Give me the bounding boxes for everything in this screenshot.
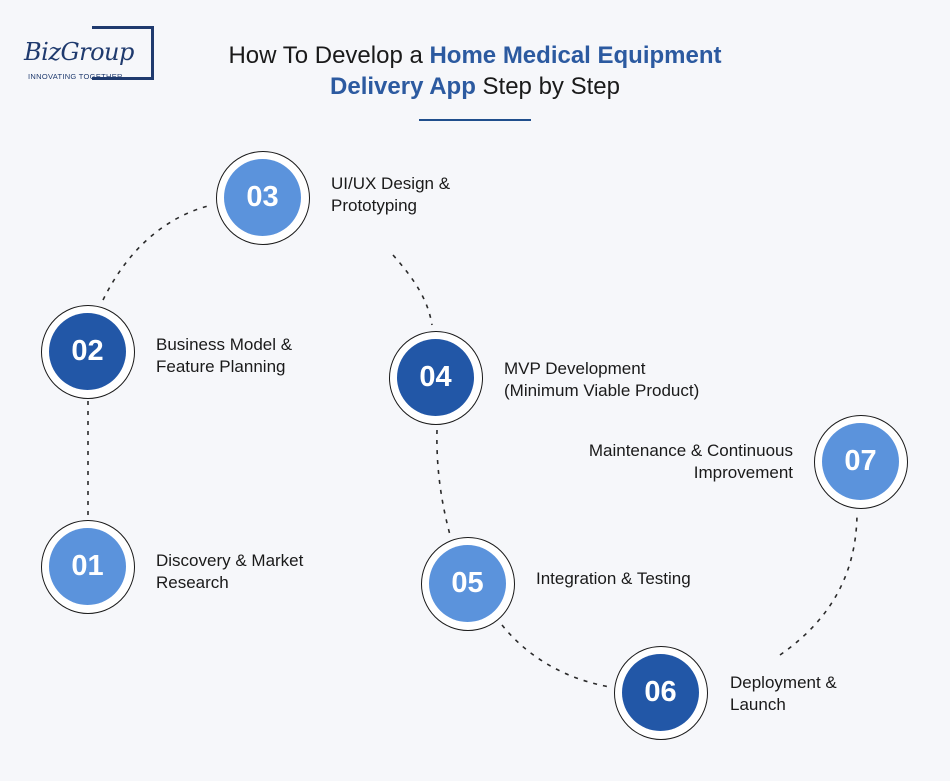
- title-part2: Step by Step: [475, 73, 620, 100]
- step-06-line1: Deployment &: [730, 673, 837, 692]
- connector-06-07: [779, 514, 858, 656]
- step-01-circle: 01: [41, 520, 135, 614]
- step-02-number: 02: [49, 313, 126, 390]
- connector-04-05: [436, 429, 451, 536]
- step-05-label: Integration & Testing: [536, 568, 691, 590]
- step-04-circle: 04: [389, 331, 483, 425]
- title-part1: How To Develop a: [228, 42, 430, 69]
- step-06-line2: Launch: [730, 695, 786, 714]
- step-02-circle: 02: [41, 305, 135, 399]
- step-05-line1: Integration & Testing: [536, 569, 691, 588]
- logo-tagline: INNOVATING TOGETHER: [28, 72, 123, 81]
- step-07-line2: Improvement: [693, 463, 793, 482]
- connector-05-06: [501, 624, 611, 688]
- title-highlight2: Delivery App: [330, 73, 476, 100]
- step-04-label: MVP Development (Minimum Viable Product): [504, 358, 699, 402]
- step-01-line2: Research: [156, 573, 229, 592]
- step-01-label: Discovery & Market Research: [156, 550, 303, 594]
- step-03-circle: 03: [216, 151, 310, 245]
- step-01-line1: Discovery & Market: [156, 551, 304, 570]
- step-04-line1: MVP Development: [504, 359, 646, 378]
- step-07-line1: Maintenance & Continuous: [588, 441, 793, 460]
- step-03-label: UI/UX Design & Prototyping: [331, 173, 450, 217]
- step-01-number: 01: [49, 528, 126, 605]
- title-underline: [419, 119, 531, 121]
- step-07-label: Maintenance & Continuous Improvement: [589, 440, 793, 484]
- page-title: How To Develop a Home Medical Equipment …: [175, 40, 775, 102]
- step-04-number: 04: [397, 339, 474, 416]
- step-02-line2: Feature Planning: [156, 357, 286, 376]
- logo-frame: [92, 26, 154, 80]
- logo-name: BizGroup: [24, 38, 134, 66]
- step-07-circle: 07: [814, 415, 908, 509]
- step-06-label: Deployment & Launch: [730, 672, 837, 716]
- step-03-line1: UI/UX Design &: [331, 174, 451, 193]
- title-highlight1: Home Medical Equipment: [429, 42, 722, 69]
- step-03-number: 03: [224, 159, 301, 236]
- step-02-label: Business Model & Feature Planning: [156, 334, 292, 378]
- step-06-circle: 06: [614, 646, 708, 740]
- step-05-number: 05: [429, 545, 506, 622]
- step-06-number: 06: [622, 654, 699, 731]
- connector-03-04: [392, 254, 433, 326]
- step-07-number: 07: [822, 423, 899, 500]
- step-02-line1: Business Model &: [156, 335, 293, 354]
- step-04-line2: (Minimum Viable Product): [504, 381, 700, 400]
- step-03-line2: Prototyping: [331, 196, 417, 215]
- step-05-circle: 05: [421, 537, 515, 631]
- connector-02-03: [102, 204, 213, 301]
- bizgroup-logo: BizGroup INNOVATING TOGETHER: [22, 24, 162, 84]
